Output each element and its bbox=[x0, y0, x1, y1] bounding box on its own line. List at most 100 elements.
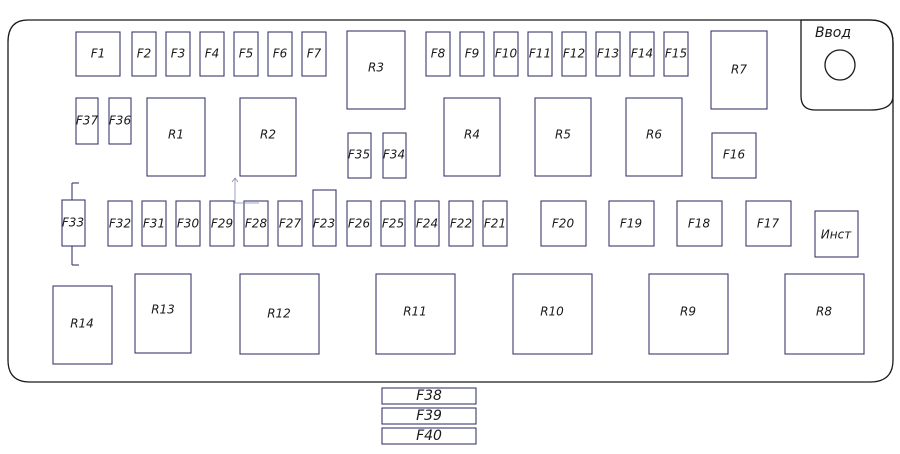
svg-text:R7: R7 bbox=[731, 63, 747, 77]
svg-text:F1: F1 bbox=[91, 47, 106, 61]
fuse-f31: F31 bbox=[141, 200, 167, 247]
svg-text:F30: F30 bbox=[177, 217, 200, 231]
svg-text:F12: F12 bbox=[563, 47, 585, 61]
svg-text:F7: F7 bbox=[307, 47, 322, 61]
svg-text:R11: R11 bbox=[403, 305, 427, 319]
svg-text:F27: F27 bbox=[279, 217, 302, 231]
svg-text:F10: F10 bbox=[495, 47, 518, 61]
fuse-f13: F13 bbox=[595, 31, 621, 77]
relay-r7: R7 bbox=[710, 30, 768, 110]
relay-r9: R9 bbox=[648, 273, 729, 355]
svg-text:F15: F15 bbox=[665, 47, 687, 61]
fuse-f37: F37 bbox=[75, 97, 99, 145]
fuse-f7: F7 bbox=[301, 31, 327, 77]
svg-text:F11: F11 bbox=[529, 47, 551, 61]
fuse-f10: F10 bbox=[493, 31, 519, 77]
fuse-f36: F36 bbox=[108, 97, 132, 145]
fuse-f34: F34 bbox=[382, 132, 407, 179]
svg-text:Инст: Инст bbox=[821, 228, 852, 242]
axis-marker-icon bbox=[231, 177, 259, 204]
svg-text:F26: F26 bbox=[348, 217, 371, 231]
fuse-f30: F30 bbox=[175, 200, 201, 247]
fuse-f4: F4 bbox=[199, 31, 225, 77]
svg-text:R10: R10 bbox=[540, 305, 564, 319]
svg-text:F5: F5 bbox=[239, 47, 254, 61]
svg-text:R5: R5 bbox=[555, 128, 571, 142]
fuse-f1: F1 bbox=[75, 31, 121, 77]
svg-text:F28: F28 bbox=[245, 217, 268, 231]
svg-text:F8: F8 bbox=[431, 47, 446, 61]
svg-text:R3: R3 bbox=[368, 61, 384, 75]
relay-r11: R11 bbox=[375, 273, 456, 355]
input-terminal-block bbox=[800, 19, 894, 111]
svg-text:F34: F34 bbox=[383, 148, 405, 162]
fuse-f25: F25 bbox=[380, 200, 406, 247]
svg-text:R13: R13 bbox=[151, 303, 175, 317]
fuse-f21: F21 bbox=[482, 200, 508, 247]
fuse-f8: F8 bbox=[425, 31, 451, 77]
svg-text:F36: F36 bbox=[109, 114, 132, 128]
svg-text:F37: F37 bbox=[76, 114, 99, 128]
svg-text:F35: F35 bbox=[348, 148, 370, 162]
svg-text:F31: F31 bbox=[143, 217, 165, 231]
fuse-f16: F16 bbox=[711, 132, 757, 179]
svg-text:R1: R1 bbox=[168, 128, 184, 142]
svg-text:F20: F20 bbox=[552, 217, 575, 231]
relay-r2: R2 bbox=[239, 97, 297, 177]
svg-text:F3: F3 bbox=[171, 47, 186, 61]
input-label: Ввод bbox=[815, 25, 851, 41]
svg-text:F16: F16 bbox=[723, 148, 746, 162]
relay-r12: R12 bbox=[239, 273, 320, 355]
relay-r6: R6 bbox=[625, 97, 683, 177]
svg-text:F9: F9 bbox=[465, 47, 480, 61]
svg-text:F18: F18 bbox=[688, 217, 711, 231]
fuse-f3: F3 bbox=[165, 31, 191, 77]
svg-text:F29: F29 bbox=[211, 217, 233, 231]
svg-text:R6: R6 bbox=[646, 128, 662, 142]
relay-r13: R13 bbox=[134, 273, 192, 354]
relay-r3: R3 bbox=[346, 30, 406, 110]
fuse-f35: F35 bbox=[347, 132, 372, 179]
fuse-f15: F15 bbox=[663, 31, 689, 77]
fuse-f24: F24 bbox=[414, 200, 440, 247]
svg-text:F38: F38 bbox=[416, 388, 442, 404]
svg-text:F40: F40 bbox=[416, 428, 442, 444]
svg-text:R9: R9 bbox=[680, 305, 696, 319]
relay-r14: R14 bbox=[52, 285, 113, 365]
svg-text:R14: R14 bbox=[70, 317, 94, 331]
svg-text:R12: R12 bbox=[267, 307, 291, 321]
fuse-f32: F32 bbox=[107, 200, 133, 247]
relay-r1: R1 bbox=[146, 97, 206, 177]
svg-text:F23: F23 bbox=[313, 217, 335, 231]
svg-text:F19: F19 bbox=[620, 217, 642, 231]
fuse-f39: F39 bbox=[381, 407, 477, 425]
svg-text:F32: F32 bbox=[109, 217, 131, 231]
fuse-f12: F12 bbox=[561, 31, 587, 77]
fuse-f38: F38 bbox=[381, 387, 477, 405]
relay-r8: R8 bbox=[784, 273, 865, 355]
fuse-f27: F27 bbox=[277, 200, 303, 247]
svg-text:F25: F25 bbox=[382, 217, 404, 231]
svg-text:F17: F17 bbox=[757, 217, 780, 231]
fuse-f40: F40 bbox=[381, 427, 477, 445]
fuse-f6: F6 bbox=[267, 31, 293, 77]
instrument-connector: Инст bbox=[814, 210, 859, 258]
fuse-f2: F2 bbox=[131, 31, 157, 77]
relay-r5: R5 bbox=[534, 97, 592, 177]
fuse-f28: F28 bbox=[243, 200, 269, 247]
fuse-f19: F19 bbox=[608, 200, 655, 247]
fuse-f14: F14 bbox=[629, 31, 655, 77]
svg-text:F14: F14 bbox=[631, 47, 653, 61]
svg-text:F24: F24 bbox=[416, 217, 438, 231]
svg-text:F2: F2 bbox=[137, 47, 152, 61]
svg-text:F21: F21 bbox=[484, 217, 506, 231]
svg-text:F33: F33 bbox=[62, 216, 84, 230]
svg-text:F13: F13 bbox=[597, 47, 619, 61]
fuse-f17: F17 bbox=[745, 200, 792, 247]
svg-text:R2: R2 bbox=[260, 128, 276, 142]
svg-text:F6: F6 bbox=[273, 47, 288, 61]
input-terminal-icon bbox=[824, 49, 856, 81]
fuse-f22: F22 bbox=[448, 200, 474, 247]
relay-r4: R4 bbox=[443, 97, 501, 177]
